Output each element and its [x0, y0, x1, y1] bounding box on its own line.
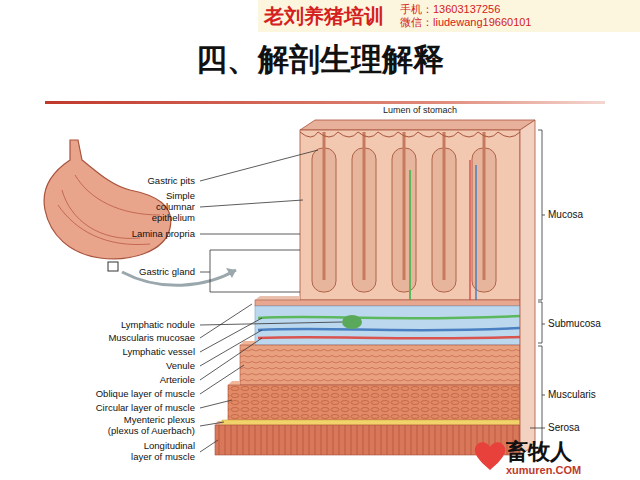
layer-label: Submucosa — [548, 318, 601, 330]
banner-name: 老刘养猪培训 — [264, 5, 384, 28]
banner-contacts: 手机：13603137256微信：liudewang19660101 — [400, 3, 531, 28]
banner-box: 老刘养猪培训手机：13603137256微信：liudewang19660101 — [258, 0, 640, 32]
page-title: 四、解剖生理解释 — [0, 42, 640, 78]
wall-block — [215, 120, 535, 455]
title-rule — [45, 101, 605, 104]
banner-phone: 手机：13603137256 — [400, 3, 531, 16]
part-label: Venule — [166, 361, 195, 372]
surface-label: Lumen of stomach — [383, 105, 457, 115]
part-label: Lamina propria — [132, 229, 195, 240]
stomach-sketch — [44, 140, 236, 285]
part-label: Myenteric plexus (plexus of Auerbach) — [99, 415, 195, 437]
part-label: Lymphatic vessel — [122, 347, 195, 358]
logo-text: 畜牧人 — [506, 439, 572, 464]
part-label: Arteriole — [160, 375, 195, 386]
part-label: Lymphatic nodule — [121, 320, 195, 331]
part-label: Simple columnar epithelium — [145, 191, 195, 224]
part-label: Gastric pits — [147, 176, 195, 187]
part-label: Circular layer of muscle — [96, 403, 195, 414]
layer-label: Mucosa — [548, 209, 583, 221]
logo-url: xumuren.COM — [506, 464, 581, 477]
leader-lines — [200, 130, 545, 452]
banner-wechat: 微信：liudewang19660101 — [400, 16, 531, 29]
part-label: Muscularis mucosae — [108, 333, 195, 344]
layer-label: Serosa — [548, 422, 580, 434]
part-label: Oblique layer of muscle — [96, 389, 195, 400]
part-label: Gastric gland — [139, 267, 195, 278]
layer-label: Muscularis — [548, 389, 596, 401]
logo-heart — [475, 442, 505, 470]
part-label: Longitudinal layer of muscle — [125, 441, 195, 463]
